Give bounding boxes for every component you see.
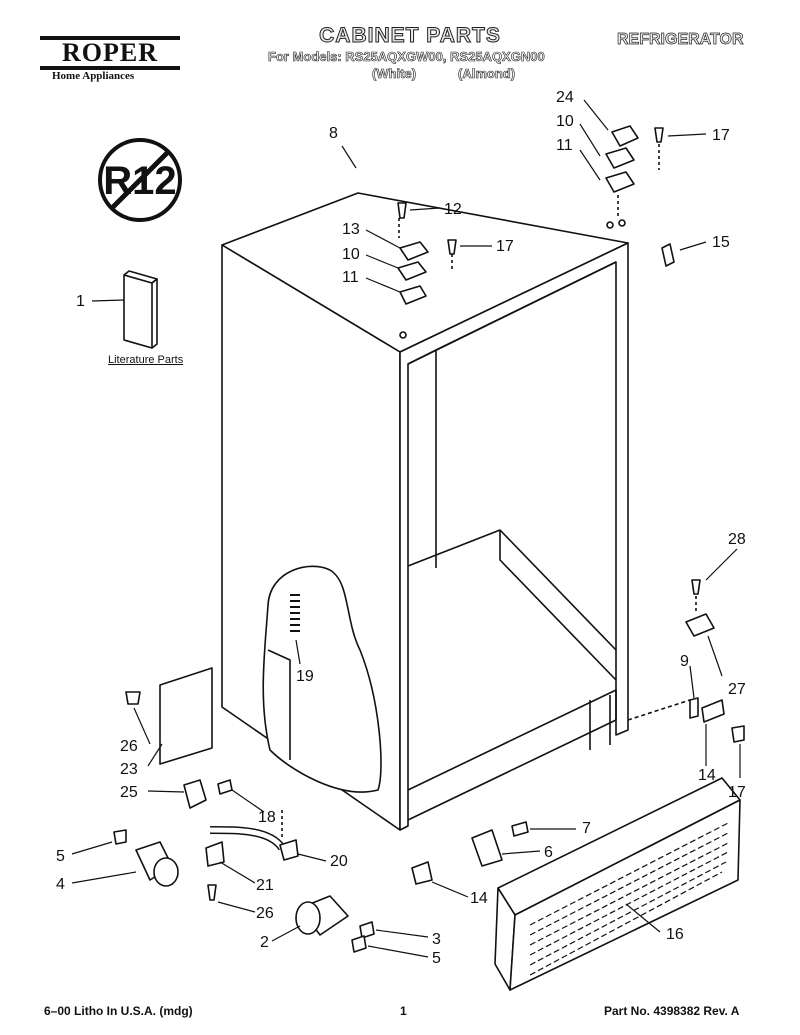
- callout-20: 20: [330, 853, 348, 870]
- callout-24: 24: [556, 89, 574, 106]
- page-title: CABINET PARTS: [319, 24, 501, 48]
- callout-14-right: 14: [698, 767, 716, 784]
- side-bracket-left: [125, 667, 213, 765]
- callout-18: 18: [258, 809, 276, 826]
- callout-17-mid: 17: [496, 238, 514, 255]
- grille-clip: [411, 861, 433, 885]
- callout-19: 19: [296, 668, 314, 685]
- callout-2: 2: [260, 934, 269, 951]
- callout-16: 16: [666, 926, 684, 943]
- callout-28: 28: [728, 531, 746, 548]
- callout-26-upper: 26: [120, 738, 138, 755]
- callout-3: 3: [432, 931, 441, 948]
- leveling-leg: [295, 895, 375, 953]
- callout-1: 1: [76, 293, 85, 310]
- drain-tube: [205, 810, 299, 867]
- callout-15: 15: [712, 234, 730, 251]
- callout-17-top: 17: [712, 127, 730, 144]
- callout-12: 12: [444, 201, 462, 218]
- footer-part-number: Part No. 4398382 Rev. A: [604, 1004, 740, 1018]
- footer-litho: 6–00 Litho In U.S.A. (mdg): [44, 1004, 193, 1018]
- variant-white: (White): [372, 66, 417, 82]
- product-type: REFRIGERATOR: [617, 31, 744, 49]
- callout-numbers: 8 24 10 11 17 12 13 10 17 11 15 1 28 9 2…: [56, 89, 746, 967]
- callout-6: 6: [544, 844, 553, 861]
- hinge-assembly-right: [605, 125, 675, 267]
- callout-leaders: [71, 99, 741, 958]
- callout-11-right: 11: [556, 137, 573, 154]
- brand-subtitle: Home Appliances: [52, 70, 135, 82]
- front-roller: [113, 829, 179, 887]
- footer-page-number: 1: [400, 1004, 407, 1018]
- toe-grille: [494, 777, 741, 991]
- right-hinge-parts: [627, 579, 745, 743]
- callout-4: 4: [56, 876, 65, 893]
- screw-lower: [207, 884, 217, 901]
- callout-7: 7: [582, 820, 591, 837]
- callout-26-lower: 26: [256, 905, 274, 922]
- toe-grille-bracket: [471, 821, 529, 867]
- brand-name: ROPER: [40, 36, 180, 70]
- model-numbers: For Models: RS25AQXGW00, RS25AQXGN00: [268, 49, 545, 65]
- roper-logo: ROPER Home Appliances: [40, 30, 180, 82]
- callout-10-right: 10: [556, 113, 574, 130]
- tube-clamp: [183, 779, 233, 809]
- callout-17-right: 17: [728, 784, 746, 801]
- callout-23: 23: [120, 761, 138, 778]
- literature-booklet-icon: [123, 270, 158, 349]
- callout-8: 8: [329, 125, 338, 142]
- callout-21: 21: [256, 877, 274, 894]
- literature-parts-label: Literature Parts: [108, 354, 184, 366]
- no-r12-icon: R12: [98, 138, 182, 222]
- callout-5-left: 5: [56, 848, 65, 865]
- callout-10-left: 10: [342, 246, 360, 263]
- r12-label: R12: [103, 159, 176, 203]
- callout-9: 9: [680, 653, 689, 670]
- callout-5-lower: 5: [432, 950, 441, 967]
- hinge-assembly-left: [397, 202, 457, 339]
- callout-13: 13: [342, 221, 360, 238]
- variant-almond: (Almond): [458, 66, 516, 82]
- callout-27: 27: [728, 681, 746, 698]
- callout-25: 25: [120, 784, 138, 801]
- callout-14-lower: 14: [470, 890, 488, 907]
- refrigerator-cabinet: [221, 192, 629, 831]
- callout-11-left: 11: [342, 269, 359, 286]
